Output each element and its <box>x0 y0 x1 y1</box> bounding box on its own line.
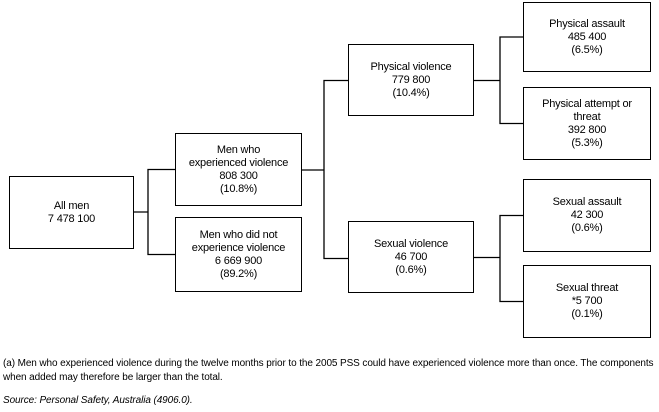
connector-all-men-branch <box>133 168 175 256</box>
node-physical-violence: Physical violence 779 800 (10.4%) <box>348 44 474 116</box>
node-value: 808 300 <box>219 169 258 182</box>
node-sexual-threat: Sexual threat *5 700 (0.1%) <box>523 265 651 338</box>
node-value: 6 669 900 <box>214 254 263 267</box>
node-label: threat <box>573 110 601 123</box>
connector-experienced-branch <box>302 79 348 260</box>
node-label: Sexual violence <box>373 237 449 250</box>
node-men-did-not-experience-violence: Men who did not experience violence 6 66… <box>175 217 302 292</box>
node-label: Sexual threat <box>555 282 619 294</box>
node-label: All men <box>53 199 90 212</box>
node-physical-attempt-or-threat: Physical attempt or threat 392 800 (5.3%… <box>523 87 651 160</box>
node-all-men: All men 7 478 100 <box>9 176 134 249</box>
source-citation: Source: Personal Safety, Australia (4906… <box>3 395 193 406</box>
node-value: 7 478 100 <box>47 212 96 225</box>
node-value: *5 700 <box>571 295 603 307</box>
node-sexual-assault: Sexual assault 42 300 (0.6%) <box>523 179 651 252</box>
node-label: Physical assault <box>549 17 625 30</box>
node-value: 392 800 <box>567 123 607 136</box>
node-percentage: (5.3%) <box>571 136 603 149</box>
node-value: 485 400 <box>567 30 607 43</box>
node-label: Physical attempt or <box>542 97 632 110</box>
node-value: 779 800 <box>391 73 431 86</box>
node-label: Sexual assault <box>552 196 622 208</box>
node-physical-assault: Physical assault 485 400 (6.5%) <box>523 2 651 72</box>
node-label: experienced violence <box>188 156 289 169</box>
node-percentage: (6.5%) <box>571 43 603 56</box>
node-percentage: (0.6%) <box>395 263 427 276</box>
node-percentage: (0.1%) <box>571 308 603 320</box>
node-label: Physical violence <box>370 60 452 73</box>
node-percentage: (89.2%) <box>219 267 258 280</box>
node-value: 42 300 <box>570 209 604 221</box>
node-label: Men who did not <box>199 228 278 241</box>
footnote-a: (a) Men who experienced violence during … <box>3 358 654 383</box>
connector-physical-branch <box>474 36 523 125</box>
node-label: Men who <box>216 143 261 156</box>
node-value: 46 700 <box>394 250 428 263</box>
node-percentage: (10.4%) <box>392 86 430 99</box>
node-percentage: (0.6%) <box>571 222 603 234</box>
node-sexual-violence: Sexual violence 46 700 (0.6%) <box>348 221 474 293</box>
connector-sexual-branch <box>474 214 523 303</box>
node-percentage: (10.8%) <box>219 182 258 195</box>
node-label: experience violence <box>191 241 286 254</box>
node-men-experienced-violence: Men who experienced violence 808 300 (10… <box>175 133 302 206</box>
